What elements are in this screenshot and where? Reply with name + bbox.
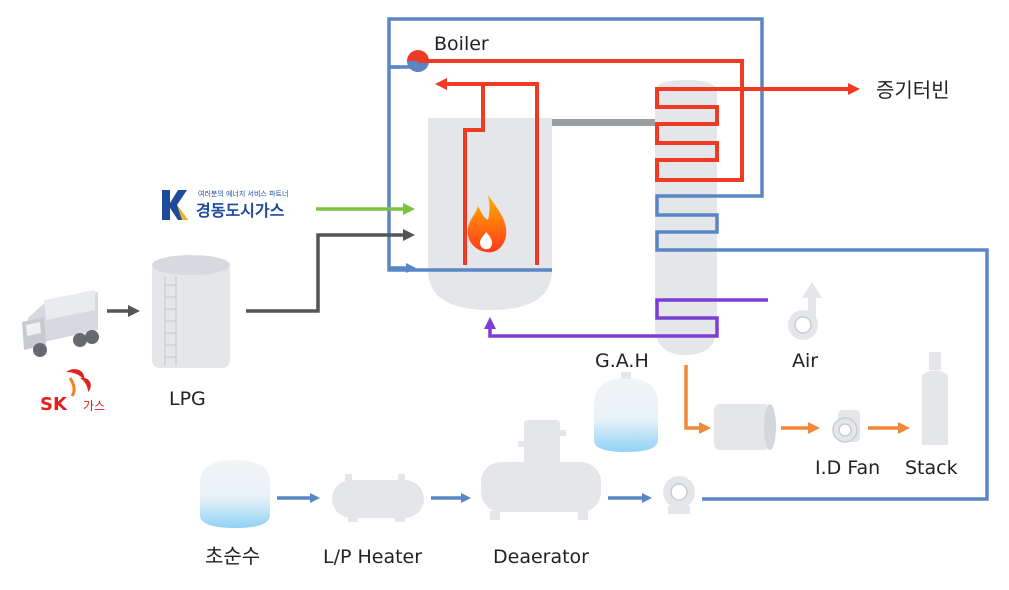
label-steam-turbine: 증기터빈 [876, 78, 950, 102]
id-fan-icon [832, 410, 860, 443]
kd-logo-name: 경동도시가스 [196, 201, 285, 220]
lp-heater-icon [332, 474, 424, 522]
label-lpg: LPG [169, 388, 206, 410]
steam-drum-line [418, 59, 860, 182]
pure-water-tank [200, 460, 270, 528]
label-air: Air [792, 350, 818, 372]
gah-tank [594, 372, 658, 452]
steam-furnace-tubes [463, 82, 539, 265]
label-deaerator: Deaerator [493, 546, 589, 568]
label-boiler: Boiler [434, 33, 489, 55]
lpg-truck-icon [22, 290, 99, 357]
sk-gas-logo: SK 가스 [40, 369, 105, 415]
flame-icon [467, 195, 507, 253]
label-lp-heater: L/P Heater [323, 546, 422, 568]
kd-logo-tagline: 여러분의 에너지 서비스 파트너 [198, 189, 288, 198]
feed-pump-icon [663, 476, 695, 514]
economizer-tower [655, 80, 717, 355]
air-fan-icon [788, 282, 822, 340]
flue-duct [552, 119, 657, 126]
dust-collector [714, 404, 776, 450]
stack-icon [922, 352, 948, 445]
sk-butterfly-icon [66, 369, 91, 392]
label-stack: Stack [905, 457, 958, 479]
kyungdong-gas-logo: 여러분의 에너지 서비스 파트너 경동도시가스 [162, 189, 288, 220]
water-coils [387, 17, 764, 272]
sk-logo-name: 가스 [83, 399, 105, 413]
label-gah: G.A.H [595, 350, 649, 372]
deaerator-icon [481, 420, 601, 520]
lpg-line [246, 229, 415, 313]
flue-gas-line-1 [684, 365, 711, 434]
water-circuit [702, 248, 989, 501]
sk-logo-mark: SK [40, 394, 68, 415]
air-circuit [484, 298, 768, 338]
label-pure-water: 초순수 [205, 544, 260, 568]
label-id-fan: I.D Fan [815, 457, 880, 479]
lpg-tank [152, 255, 230, 368]
